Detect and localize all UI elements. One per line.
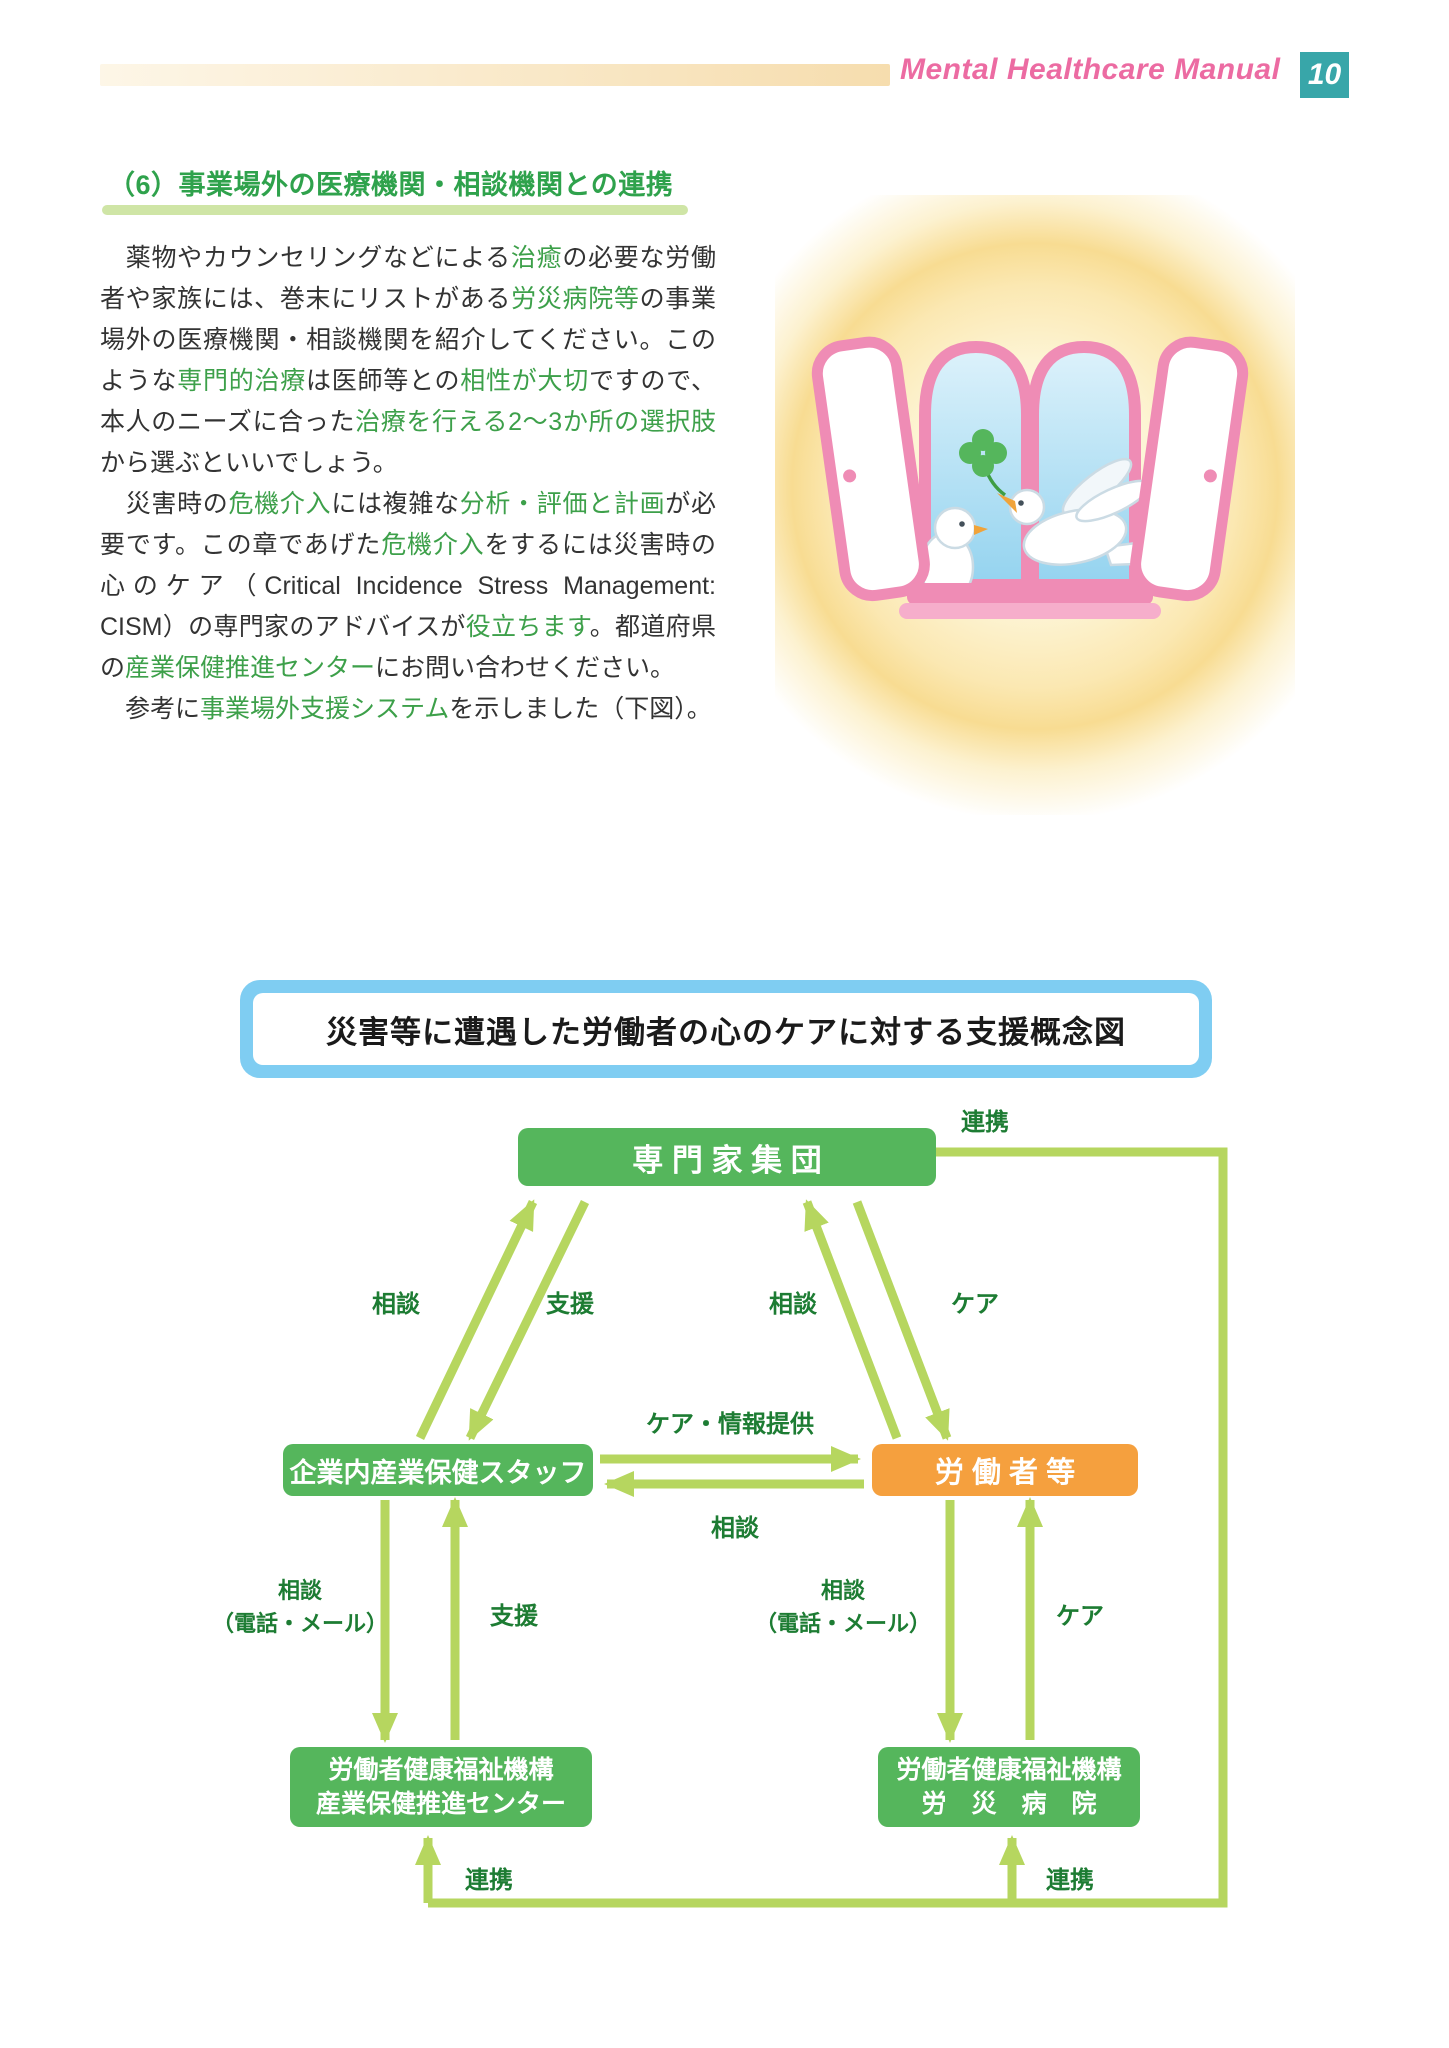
label-shien-left: 支援 <box>546 1291 594 1318</box>
body-text: 薬物やカウンセリングなどによる治癒の必要な労働者や家族には、巻末にリストがある労… <box>100 238 716 730</box>
node-center-line2: 産業保健推進センター <box>315 1790 566 1818</box>
label-renkei-bottom-right: 連携 <box>1046 1867 1094 1894</box>
label-soudan-tel-left-line2: （電話・メール） <box>211 1611 389 1636</box>
label-soudan-tel-right-line2: （電話・メール） <box>754 1611 932 1636</box>
label-soudan-right: 相談 <box>769 1291 817 1318</box>
diagram-title-frame: 災害等に遭遇した労働者の心のケアに対する支援概念図 <box>240 980 1212 1078</box>
label-soudan-tel-right: 相談 （電話・メール） <box>755 1574 931 1640</box>
diagram-title: 災害等に遭遇した労働者の心のケアに対する支援概念図 <box>253 993 1199 1065</box>
paragraph: 薬物やカウンセリングなどによる治癒の必要な労働者や家族には、巻末にリストがある労… <box>100 244 716 477</box>
clover-icon <box>959 429 1007 497</box>
arrows-staff-experts <box>415 1199 590 1441</box>
window-doves-illustration <box>775 195 1295 815</box>
node-center-line1: 労働者健康福祉機構 <box>328 1756 554 1784</box>
label-renkei-bottom-left: 連携 <box>465 1867 513 1894</box>
arrows-workers-experts <box>802 1199 952 1441</box>
arrows-staff-center <box>372 1497 468 1743</box>
window-sill <box>907 583 1153 605</box>
shutter-left <box>811 336 930 602</box>
label-renkei-top: 連携 <box>961 1109 1009 1136</box>
node-rosai-hospital: 労働者健康福祉機構 労 災 病 院 <box>878 1747 1140 1827</box>
page-number-badge: 10 <box>1300 52 1349 98</box>
label-soudan-mid: 相談 <box>711 1515 759 1542</box>
section-heading: （6）事業場外の医療機関・相談機関との連携 <box>108 170 674 200</box>
node-occupational-health-staff: 企業内産業保健スタッフ <box>283 1444 593 1496</box>
label-care-right: ケア <box>951 1291 999 1318</box>
label-shien-vertical: 支援 <box>490 1603 538 1630</box>
label-care-info: ケア・情報提供 <box>646 1411 814 1438</box>
label-soudan-tel-right-line1: 相談 <box>820 1578 866 1603</box>
node-health-promotion-center: 労働者健康福祉機構 産業保健推進センター <box>290 1747 592 1827</box>
shutter-right <box>1130 336 1249 602</box>
label-care-vertical: ケア <box>1056 1603 1104 1630</box>
node-hospital-line1: 労働者健康福祉機構 <box>896 1756 1122 1784</box>
label-soudan-left: 相談 <box>372 1291 420 1318</box>
arrows-staff-workers <box>600 1446 864 1497</box>
section-heading-underline <box>102 205 688 215</box>
node-expert-group: 専 門 家 集 団 <box>518 1128 936 1186</box>
label-soudan-tel-left: 相談 （電話・メール） <box>212 1574 388 1640</box>
node-hospital-line2: 労 災 病 院 <box>921 1790 1097 1818</box>
window-ledge <box>899 603 1161 619</box>
manual-title: Mental Healthcare Manual <box>900 53 1281 86</box>
node-workers: 労 働 者 等 <box>872 1444 1138 1496</box>
arrows-workers-hospital <box>937 1497 1043 1743</box>
label-soudan-tel-left-line1: 相談 <box>277 1578 323 1603</box>
paragraph: 災害時の危機介入には複雑な分析・評価と計画が必要です。この章であげた危機介入をす… <box>100 490 716 682</box>
header-gradient-bar <box>100 64 890 86</box>
window-doves-svg <box>811 336 1249 619</box>
paragraph: 参考に事業場外支援システムを示しました（下図）。 <box>100 695 712 723</box>
